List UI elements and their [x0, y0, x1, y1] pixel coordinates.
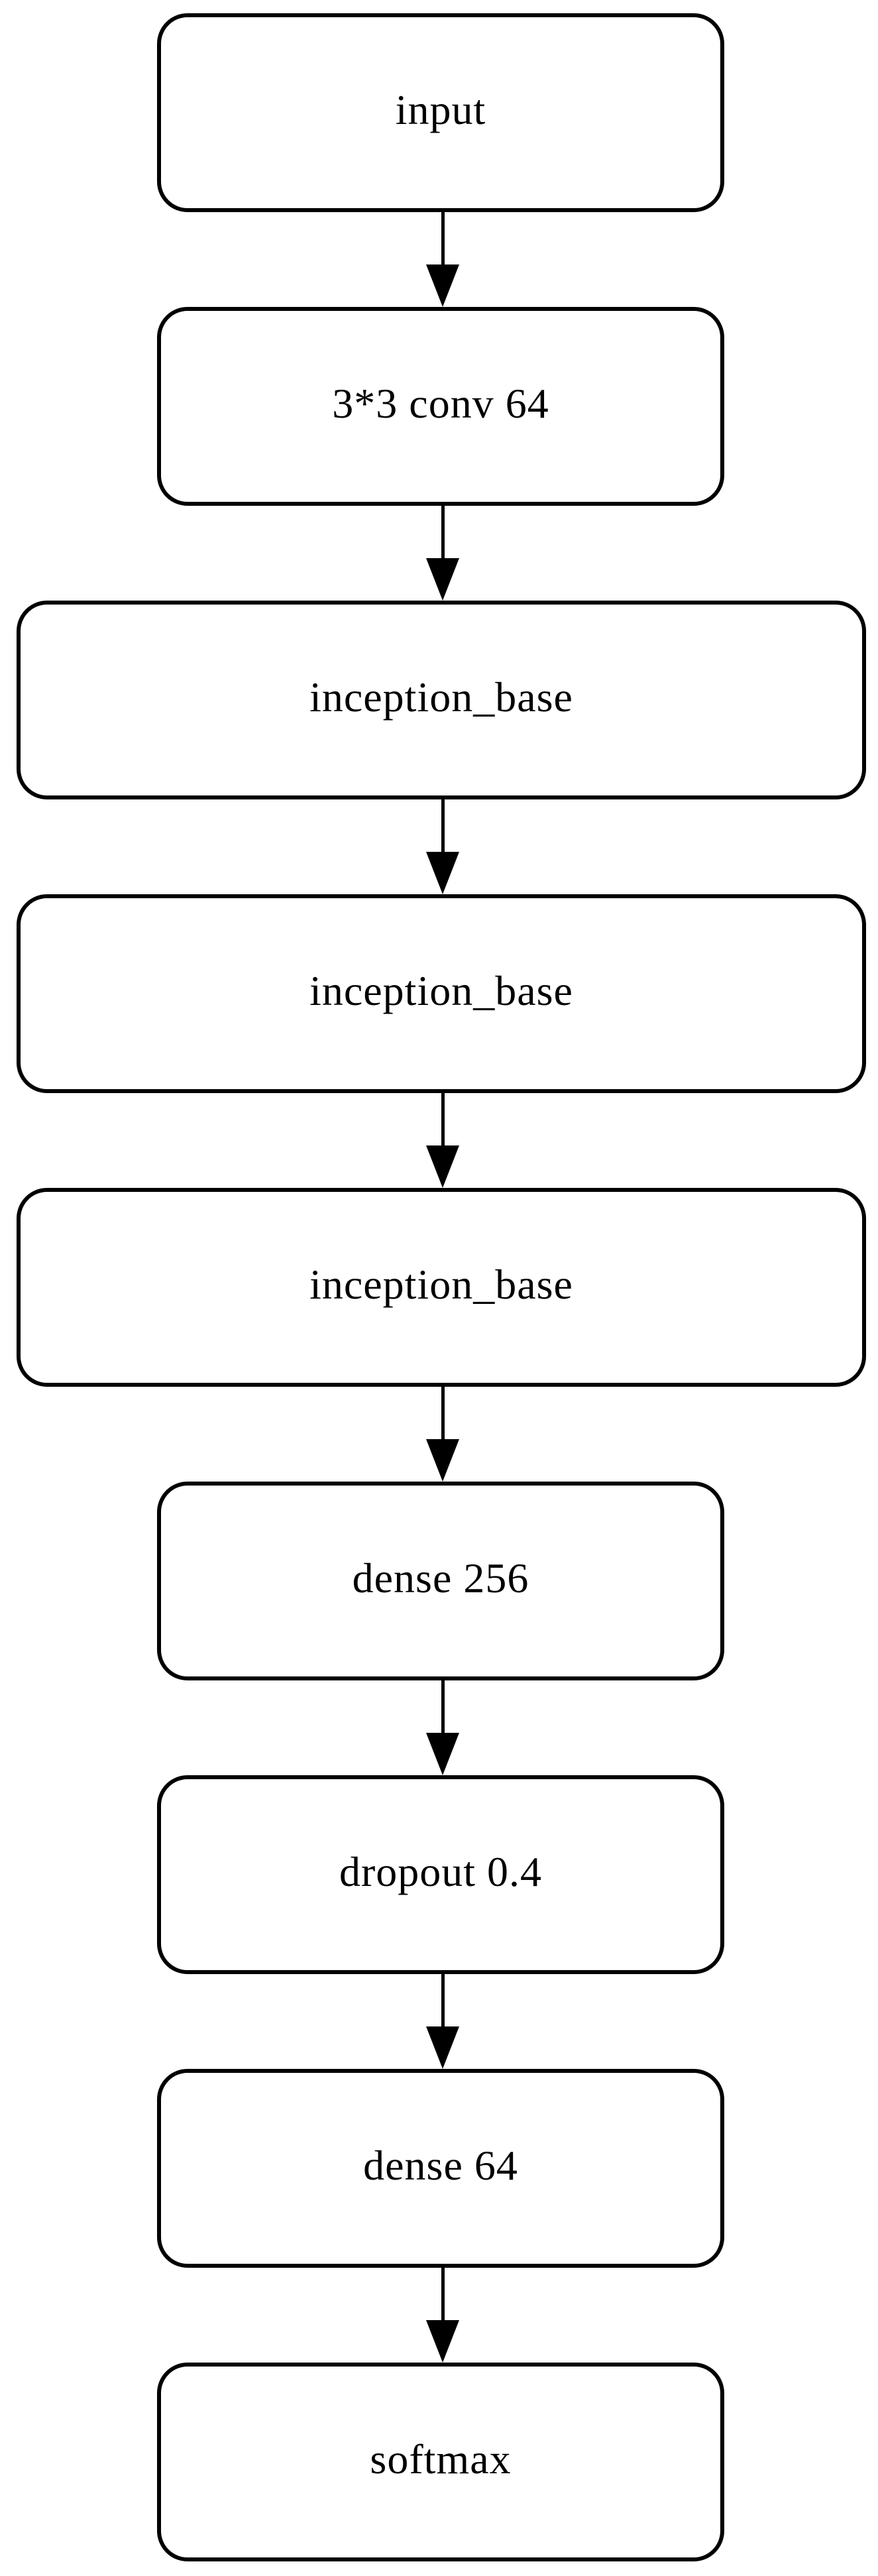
arrow-inception-2-to-inception-3: [425, 1093, 460, 1188]
node-input: input: [157, 13, 724, 212]
node-dense-64: dense 64: [157, 2069, 724, 2268]
node-softmax-label: softmax: [370, 2435, 512, 2483]
node-dropout-label: dropout 0.4: [339, 1848, 543, 1895]
arrowhead-down-icon: [426, 852, 459, 894]
node-dropout: dropout 0.4: [157, 1775, 724, 1974]
arrow-dense-64-to-softmax: [425, 2268, 460, 2363]
arrow-inception-1-to-inception-2: [425, 799, 460, 894]
node-dense-64-label: dense 64: [363, 2142, 518, 2189]
arrow-shaft: [441, 1387, 445, 1439]
arrow-shaft: [441, 1974, 445, 2026]
node-dense-256: dense 256: [157, 1482, 724, 1680]
node-conv: 3*3 conv 64: [157, 307, 724, 506]
arrowhead-down-icon: [426, 1145, 459, 1188]
node-inception-2-label: inception_base: [309, 967, 573, 1014]
node-dense-256-label: dense 256: [352, 1554, 529, 1602]
node-inception-1: inception_base: [17, 601, 866, 799]
node-inception-2: inception_base: [17, 894, 866, 1093]
node-inception-1-label: inception_base: [309, 673, 573, 721]
arrow-shaft: [441, 799, 445, 852]
arrow-shaft: [441, 1093, 445, 1145]
node-inception-3-label: inception_base: [309, 1261, 573, 1308]
arrowhead-down-icon: [426, 2026, 459, 2069]
arrow-dense-256-to-dropout: [425, 1680, 460, 1775]
arrow-conv-to-inception-1: [425, 506, 460, 601]
node-input-label: input: [395, 86, 486, 133]
node-softmax: softmax: [157, 2363, 724, 2561]
arrowhead-down-icon: [426, 1733, 459, 1775]
arrowhead-down-icon: [426, 558, 459, 601]
node-conv-label: 3*3 conv 64: [332, 380, 549, 427]
arrow-shaft: [441, 506, 445, 558]
arrow-dropout-to-dense-64: [425, 1974, 460, 2069]
arrow-shaft: [441, 212, 445, 264]
arrowhead-down-icon: [426, 1439, 459, 1482]
arrow-inception-3-to-dense-256: [425, 1387, 460, 1482]
node-inception-3: inception_base: [17, 1188, 866, 1387]
arrow-input-to-conv: [425, 212, 460, 307]
arrowhead-down-icon: [426, 2320, 459, 2363]
arrow-shaft: [441, 1680, 445, 1733]
arrowhead-down-icon: [426, 264, 459, 307]
arrow-shaft: [441, 2268, 445, 2320]
